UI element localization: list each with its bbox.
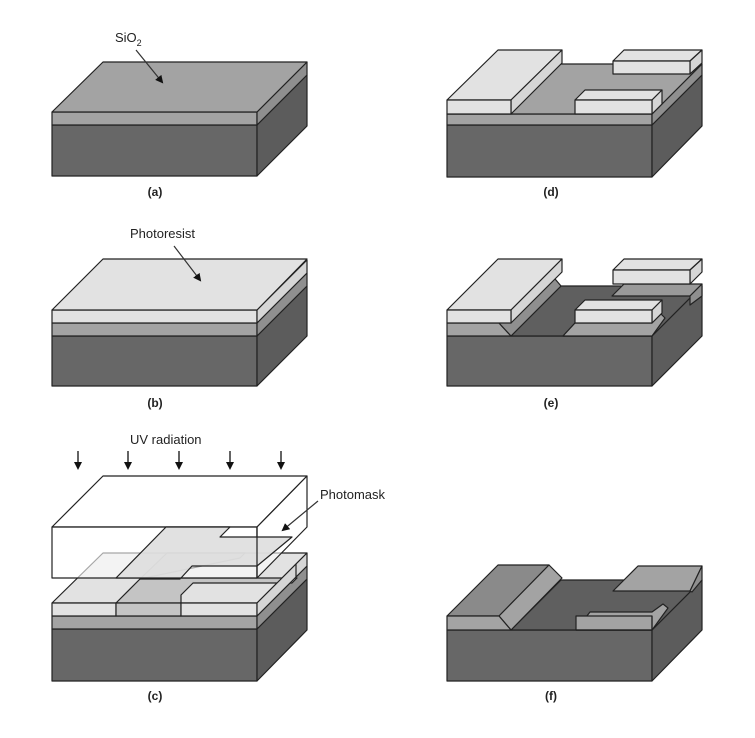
substrate-front: [51, 335, 258, 387]
resist-block-front: [612, 269, 691, 285]
oxide-island-front: [575, 615, 653, 631]
caption-f: (f): [545, 689, 557, 703]
uv-radiation-label: UV radiation: [130, 432, 202, 447]
resist-block-front: [574, 309, 653, 324]
substrate-front: [51, 628, 258, 682]
sio2-arrow-icon: [135, 49, 164, 84]
photomask-label: Photomask: [320, 487, 386, 502]
panel-b: Photoresist (b): [51, 226, 308, 410]
photoresist-arrow-icon: [173, 245, 202, 282]
resist-block-top: [612, 258, 703, 271]
exposed-resist-region: [115, 577, 298, 604]
substrate-front: [51, 124, 258, 177]
resist-block-front: [612, 60, 691, 75]
oxide-ridge-front: [446, 615, 512, 631]
sio2-label: SiO2: [115, 30, 142, 48]
resist-front-exposed: [115, 602, 182, 617]
caption-b: (b): [147, 396, 162, 410]
caption-e: (e): [544, 396, 559, 410]
resist-front-right: [180, 602, 258, 617]
resist-block-front: [446, 309, 512, 324]
oxide-front: [446, 113, 653, 126]
substrate-front: [446, 629, 653, 682]
panel-f: (f): [446, 564, 703, 703]
oxide-front: [51, 111, 258, 126]
photomask-arrow-icon: [281, 500, 319, 532]
caption-d: (d): [543, 185, 558, 199]
oxide-island-side: [689, 565, 703, 593]
resist-block-top: [574, 299, 663, 311]
resist-block-front: [574, 99, 653, 115]
oxide-top: [51, 61, 308, 113]
substrate-front: [446, 335, 653, 387]
resist-block-top: [612, 49, 703, 62]
resist-top: [51, 258, 308, 311]
panel-e: (e): [446, 258, 703, 410]
oxide-side: [689, 283, 703, 306]
caption-c: (c): [148, 689, 163, 703]
substrate-front: [446, 124, 653, 178]
resist-side: [256, 552, 308, 617]
uv-arrows: [74, 451, 285, 470]
oxide-front: [51, 615, 258, 630]
oxide-front: [51, 322, 258, 337]
panel-c: UV radiation Photomask (c): [51, 432, 386, 703]
photoresist-label: Photoresist: [130, 226, 195, 241]
oxide-island: [611, 283, 703, 297]
resist-block-front: [446, 99, 512, 115]
resist-front: [51, 309, 258, 324]
resist-block-top: [574, 89, 663, 101]
panel-d: (d): [446, 49, 703, 199]
panel-a: SiO2 (a): [51, 30, 308, 199]
resist-front-left: [51, 602, 117, 617]
caption-a: (a): [148, 185, 163, 199]
oxide-island: [612, 565, 703, 592]
photomask-pattern: [115, 526, 293, 579]
